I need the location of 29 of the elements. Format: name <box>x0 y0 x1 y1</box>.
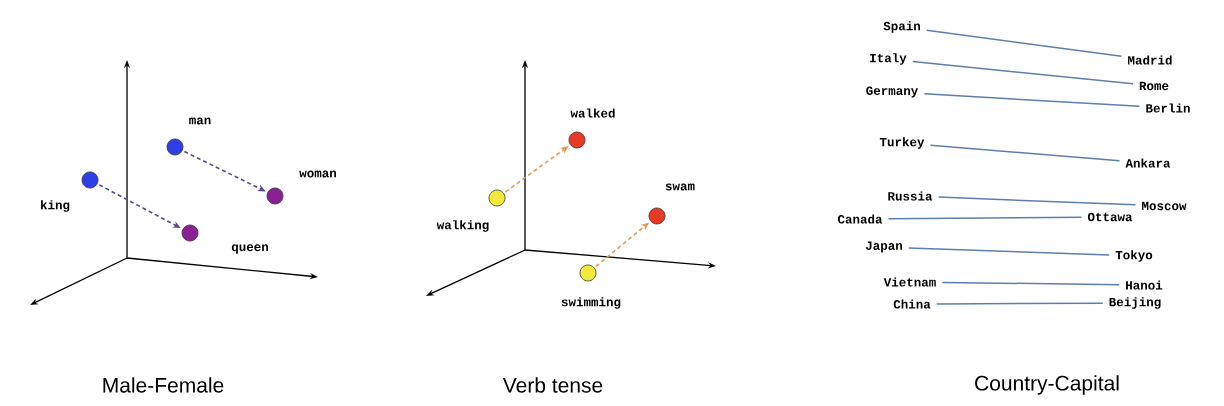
panel-title: Country-Capital <box>975 375 1119 395</box>
word-label: Hanoi <box>1126 280 1163 290</box>
word-label: Beijing <box>1109 297 1161 309</box>
panel-title: Verb tense <box>502 377 603 393</box>
word-label: Tokyo <box>1115 250 1153 262</box>
point-label: queen <box>231 244 268 254</box>
word-label: Vietnam <box>883 277 936 287</box>
word-label: Russia <box>888 191 933 201</box>
point-label: walked <box>570 108 615 118</box>
word-label: Moscow <box>1142 201 1187 211</box>
point-label: king <box>41 200 70 212</box>
word-label: Italy <box>870 53 907 65</box>
word-label: Germany <box>866 86 918 98</box>
point-label: swimming <box>561 297 621 309</box>
point-label: swam <box>665 183 695 191</box>
word-label: Rome <box>1139 81 1169 91</box>
word-label: Turkey <box>879 137 925 149</box>
point-label: woman <box>299 170 336 178</box>
word-label: Berlin <box>1146 103 1190 113</box>
word-label: China <box>893 299 931 309</box>
point-label: man <box>189 117 211 125</box>
word-label: Japan <box>865 241 902 253</box>
panel-title: Male-Female <box>103 377 224 393</box>
word-label: Ankara <box>1125 158 1171 168</box>
word-label: Spain <box>883 21 920 33</box>
word-label: Canada <box>838 214 883 224</box>
word-label: Ottawa <box>1087 212 1133 222</box>
word-label: Madrid <box>1128 55 1172 65</box>
point-label: walking <box>436 220 489 232</box>
